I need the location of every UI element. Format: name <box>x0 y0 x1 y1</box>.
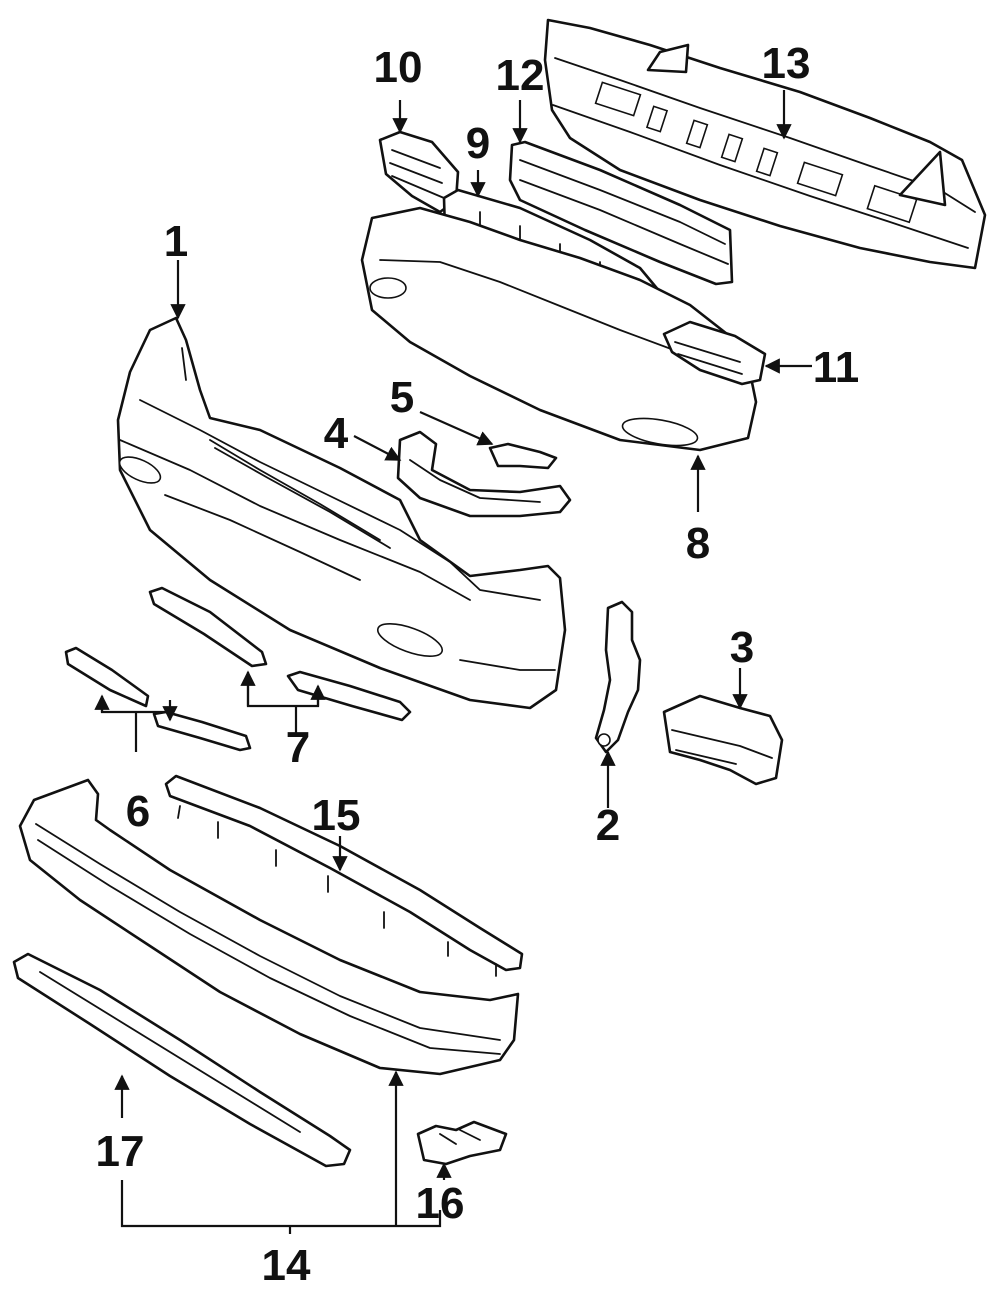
callout-7: 7 <box>286 723 310 772</box>
part-13-reinforcement <box>543 18 987 270</box>
part-1-bumper-cover <box>116 316 567 710</box>
callout-12: 12 <box>496 51 545 100</box>
part-12-retainer <box>508 140 734 286</box>
part-8-absorber <box>360 206 758 452</box>
callout-6: 6 <box>126 787 150 836</box>
callout-5: 5 <box>390 373 414 422</box>
part-16-plate <box>416 1120 508 1166</box>
part-7-molding-b <box>286 670 412 722</box>
callout-3: 3 <box>730 623 754 672</box>
part-4-bracket <box>396 430 572 518</box>
callout-14: 14 <box>262 1241 311 1290</box>
callout-1: 1 <box>164 217 188 266</box>
callout-17: 17 <box>96 1127 145 1176</box>
part-7-molding-a <box>148 586 268 668</box>
callout-13: 13 <box>762 39 811 88</box>
part-14-lower-bumper <box>18 778 520 1076</box>
part-11-insert <box>662 320 767 386</box>
callout-11: 11 <box>813 343 860 392</box>
part-3-insert <box>662 694 784 786</box>
part-15-bar <box>164 774 524 977</box>
callout-16: 16 <box>416 1179 465 1228</box>
callout-8: 8 <box>686 519 710 568</box>
part-5-bracket <box>488 442 558 470</box>
part-6-molding-a <box>64 646 150 708</box>
callout-10: 10 <box>374 43 423 92</box>
callout-2: 2 <box>596 801 620 850</box>
callout-4: 4 <box>324 409 349 458</box>
callout-labels: 1 2 3 4 5 6 7 8 9 10 11 12 13 14 15 16 1… <box>96 39 860 1290</box>
part-2-bracket <box>594 600 642 754</box>
part-6-molding-b <box>152 710 252 752</box>
callout-15: 15 <box>312 791 361 840</box>
leader-lines <box>94 90 812 1234</box>
callout-9: 9 <box>466 119 490 168</box>
part-17-strip <box>12 952 352 1168</box>
